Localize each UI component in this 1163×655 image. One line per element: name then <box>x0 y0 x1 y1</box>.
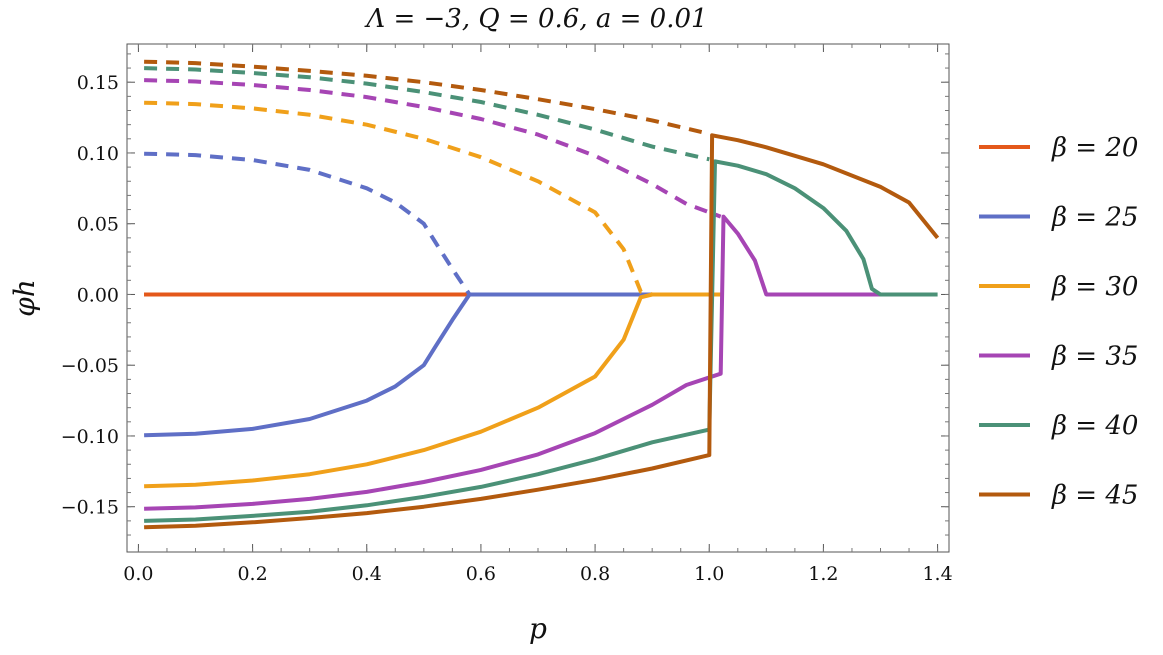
x-tick-label: 0.6 <box>466 563 496 585</box>
legend: β = 20 β = 25 β = 30 β = 35 β = 40 β = 45 <box>979 133 1138 511</box>
series-solid-line-beta-4 <box>144 159 938 523</box>
y-tick-label: 0.15 <box>77 72 119 94</box>
series-solid-line-beta-2 <box>144 292 721 489</box>
series-solid-line-beta-3 <box>144 214 881 511</box>
x-tick-label: 1.4 <box>922 563 952 585</box>
series-layer <box>144 59 940 530</box>
x-tick-label: 1.2 <box>808 563 838 585</box>
y-tick-label: 0.10 <box>77 143 119 165</box>
legend-label: β = 35 <box>1051 342 1138 372</box>
x-tick-label: 0.4 <box>352 563 382 585</box>
legend-label: β = 40 <box>1051 411 1138 441</box>
legend-label: β = 20 <box>1051 133 1138 163</box>
x-ticks: 0.0 0.2 0.4 0.6 0.8 1.0 1.2 1.4 <box>123 44 953 585</box>
series-dashed-line-beta-3 <box>144 78 722 219</box>
series-dashed-line-beta-5 <box>144 59 710 136</box>
series-dashed-line-beta-1 <box>144 151 472 296</box>
series-solid-line-beta-5 <box>144 133 940 530</box>
x-tick-label: 0.2 <box>237 563 267 585</box>
legend-label: β = 25 <box>1051 203 1138 233</box>
chart-title: Λ = −3, Q = 0.6, a = 0.01 <box>364 4 707 34</box>
y-tick-label: 0.05 <box>77 214 119 236</box>
x-axis-label: p <box>529 612 547 645</box>
y-tick-label: 0.00 <box>77 284 119 306</box>
x-tick-label: 1.0 <box>694 563 724 585</box>
legend-label: β = 45 <box>1051 481 1138 511</box>
x-tick-label: 0.0 <box>123 563 153 585</box>
y-tick-label: −0.10 <box>61 426 119 448</box>
y-ticks: −0.15 −0.10 −0.05 0.00 0.05 0.10 0.15 <box>61 53 949 536</box>
y-axis-label: φh <box>8 279 41 317</box>
x-tick-label: 0.8 <box>580 563 610 585</box>
y-tick-label: −0.15 <box>61 497 119 519</box>
series-solid-line-beta-1 <box>144 292 710 438</box>
legend-label: β = 30 <box>1051 272 1138 302</box>
series-dashed-line-beta-2 <box>144 100 653 297</box>
series-dashed-line-beta-4 <box>144 66 710 162</box>
y-tick-label: −0.05 <box>61 355 119 377</box>
